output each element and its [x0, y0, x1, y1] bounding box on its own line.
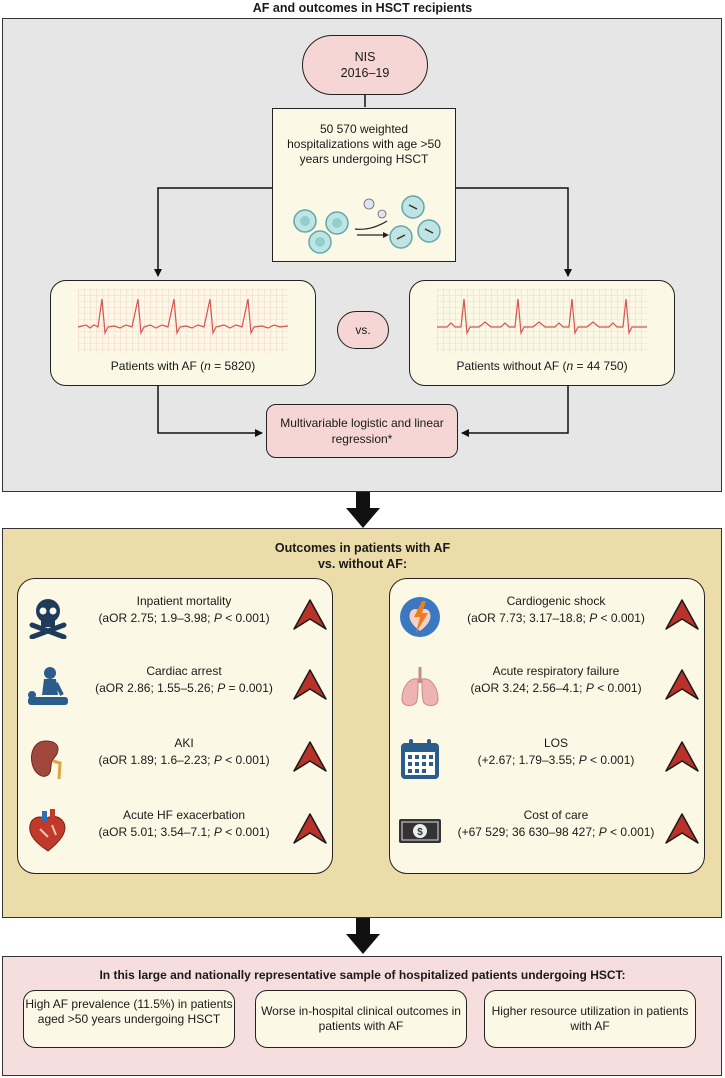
cardiogenic-shock-icon [400, 597, 440, 637]
outcome-stat: (aOR 2.86; 1.55–5.26; P = 0.001) [95, 681, 273, 695]
outcome-item: $ Cost of care (+67 529; 36 630–98 427; … [390, 801, 706, 857]
increase-arrow-icon [293, 741, 327, 772]
outcomes-left-column: Inpatient mortality (aOR 2.75; 1.9–3.98;… [17, 578, 333, 874]
vs-badge: vs. [337, 311, 389, 349]
increase-arrow-icon [293, 599, 327, 630]
outcome-stat: (aOR 3.24; 2.56–4.1; P < 0.001) [470, 681, 642, 695]
source-years: 2016–19 [340, 66, 390, 80]
increase-arrow-icon [293, 813, 327, 844]
cohort-text: 50 570 weighted hospitalizations with ag… [287, 122, 441, 166]
data-source-box: NIS 2016–19 [302, 35, 428, 95]
outcome-item: Inpatient mortality (aOR 2.75; 1.9–3.98;… [18, 587, 334, 643]
increase-arrow-icon [665, 813, 699, 844]
stem-cells-illustration-icon [293, 195, 441, 254]
outcome-item: Cardiogenic shock (aOR 7.73; 3.17–18.8; … [390, 587, 706, 643]
outcome-stat: (aOR 1.89; 1.6–2.23; P < 0.001) [98, 753, 270, 767]
cohort-box: 50 570 weighted hospitalizations with ag… [272, 108, 456, 262]
connector-to-with-af [154, 187, 272, 277]
increase-arrow-icon [665, 741, 699, 772]
heart-icon [29, 809, 66, 852]
calendar-icon [401, 739, 439, 779]
source-name: NIS [354, 50, 376, 64]
increase-arrow-icon [665, 669, 699, 700]
cpr-icon [28, 667, 68, 705]
outcome-item: Acute respiratory failure (aOR 3.24; 2.5… [390, 657, 706, 713]
outcome-name: AKI [174, 736, 194, 750]
outcomes-title: Outcomes in patients with AF vs. without… [274, 541, 451, 571]
connector-to-without-af [456, 187, 572, 277]
lungs-icon [401, 667, 439, 707]
outcome-item: LOS (+2.67; 1.79–3.55; P < 0.001) [390, 729, 706, 785]
dollar-bill-icon: $ [399, 819, 441, 843]
outcome-name: Acute HF exacerbation [122, 808, 246, 822]
outcome-name: LOS [543, 736, 568, 750]
kidney-icon [31, 740, 62, 780]
conclusion-title: In this large and nationally representat… [99, 968, 626, 982]
outcome-stat: (+67 529; 36 630–98 427; P < 0.001) [457, 825, 655, 839]
connector-with-af-to-analysis [157, 386, 263, 437]
outcome-item: Cardiac arrest (aOR 2.86; 1.55–5.26; P =… [18, 657, 334, 713]
outcome-stat: (aOR 5.01; 3.54–7.1; P < 0.001) [98, 825, 270, 839]
conclusion-prevalence: High AF prevalence (11.5%) in patients a… [23, 990, 235, 1048]
without-af-label: Patients without AF (n = 44 750) [456, 359, 628, 373]
outcome-item: AKI (aOR 1.89; 1.6–2.23; P < 0.001) [18, 729, 334, 785]
patients-without-af-box: Patients without AF (n = 44 750) [409, 280, 675, 386]
skull-crossbones-icon [29, 599, 67, 639]
connector-without-af-to-analysis [461, 386, 569, 437]
outcome-name: Inpatient mortality [136, 594, 232, 608]
outcome-item: Acute HF exacerbation (aOR 5.01; 3.54–7.… [18, 801, 334, 857]
outcome-stat: (+2.67; 1.79–3.55; P < 0.001) [477, 753, 635, 767]
outcome-stat: (aOR 7.73; 3.17–18.8; P < 0.001) [467, 611, 645, 625]
figure-title: AF and outcomes in HSCT recipients [252, 1, 473, 15]
increase-arrow-icon [293, 669, 327, 700]
outcome-name: Cardiogenic shock [506, 594, 606, 608]
ecg-af-icon [78, 289, 288, 353]
outcomes-right-column: Cardiogenic shock (aOR 7.73; 3.17–18.8; … [389, 578, 705, 874]
outcome-name: Cost of care [523, 808, 589, 822]
increase-arrow-icon [665, 599, 699, 630]
outcome-name: Cardiac arrest [146, 664, 222, 678]
patients-with-af-box: Patients with AF (n = 5820) [50, 280, 316, 386]
outcome-name: Acute respiratory failure [492, 664, 620, 678]
conclusion-outcomes: Worse in-hospital clinical outcomes in p… [255, 990, 467, 1048]
down-arrow-icon [346, 492, 380, 528]
with-af-label: Patients with AF (n = 5820) [110, 359, 256, 373]
analysis-box: Multivariable logistic and linear regres… [266, 404, 458, 458]
conclusion-resources: Higher resource utilization in patients … [484, 990, 696, 1048]
outcome-stat: (aOR 2.75; 1.9–3.98; P < 0.001) [98, 611, 270, 625]
down-arrow-icon [346, 918, 380, 954]
svg-text:$: $ [417, 827, 423, 838]
ecg-sinus-icon [437, 289, 647, 353]
